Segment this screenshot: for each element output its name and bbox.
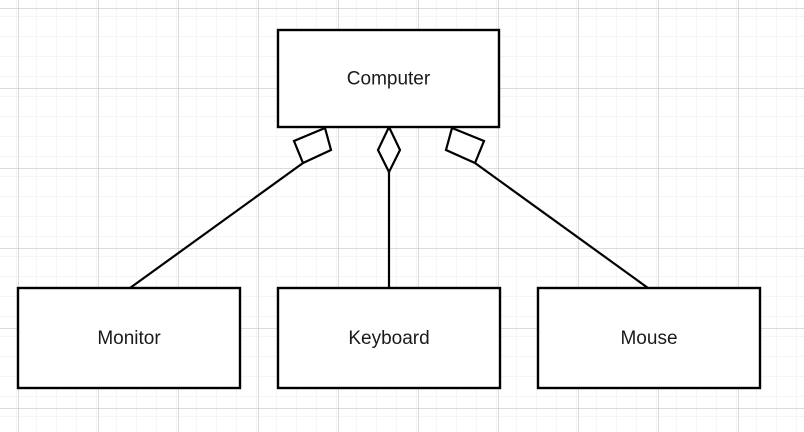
class-node-monitor[interactable]: Monitor xyxy=(16,286,242,390)
class-box-mouse[interactable] xyxy=(536,286,762,390)
class-box-monitor[interactable] xyxy=(16,286,242,390)
class-node-computer[interactable]: Computer xyxy=(276,28,501,129)
aggregation-diamond-mouse[interactable] xyxy=(444,126,486,165)
edge-computer-mouse-line[interactable] xyxy=(474,162,649,289)
association-lines xyxy=(129,162,649,289)
class-label-monitor: Monitor xyxy=(97,328,161,349)
class-label-mouse: Mouse xyxy=(620,328,677,349)
class-box-computer[interactable] xyxy=(276,28,501,129)
aggregation-diamond-keyboard[interactable] xyxy=(376,124,402,175)
class-node-mouse[interactable]: Mouse xyxy=(536,286,762,390)
aggregation-diamonds xyxy=(292,124,486,175)
class-label-computer: Computer xyxy=(347,69,431,90)
edge-computer-monitor-line[interactable] xyxy=(129,162,304,289)
class-box-keyboard[interactable] xyxy=(276,286,502,390)
aggregation-diamond-monitor[interactable] xyxy=(292,126,333,165)
class-node-keyboard[interactable]: Keyboard xyxy=(276,286,502,390)
class-label-keyboard: Keyboard xyxy=(348,328,429,349)
